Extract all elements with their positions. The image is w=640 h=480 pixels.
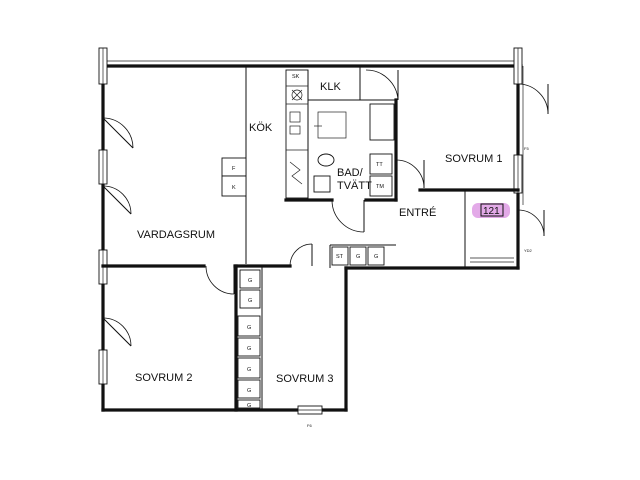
hall-closets: [331, 246, 514, 266]
room-label-vardagsrum: VARDAGSRUM: [137, 229, 215, 241]
doors: [102, 69, 549, 347]
bedroom-closets: [237, 269, 261, 409]
room-label-kok: KÖK: [249, 122, 273, 134]
apartment-number: 121: [483, 206, 500, 217]
room-label-entre: ENTRÉ: [399, 206, 436, 219]
window-mark-f5: F5: [524, 146, 529, 151]
room-label-tvatt: TVÄTT: [337, 180, 372, 192]
closet-label-g: G: [247, 325, 251, 331]
room-label-sovrum-1: SOVRUM 1: [445, 153, 502, 165]
fixture-label-st: ST: [336, 254, 344, 260]
fixture-label-tt: TT: [376, 162, 383, 168]
room-label-sovrum-2: SOVRUM 2: [135, 372, 192, 384]
closet-label-g: G: [247, 388, 251, 394]
fixture-label-sk: SK: [292, 74, 300, 80]
windows: [98, 47, 523, 415]
room-label-bad: BAD/: [337, 167, 364, 179]
fixture-label-k: K: [232, 185, 236, 191]
window-mark-yd2: YD2: [524, 248, 533, 253]
closet-label-g: G: [247, 367, 251, 373]
kitchen-fixtures: [221, 85, 308, 197]
closet-label-g: G: [247, 403, 251, 409]
room-label-sovrum-3: SOVRUM 3: [276, 373, 333, 385]
bathroom-fixtures: [313, 103, 395, 197]
fixture-label-tm: TM: [376, 184, 384, 190]
fixture-label-g: G: [374, 254, 378, 260]
closet-label-g: G: [248, 278, 252, 284]
window-mark-f6: F6: [307, 423, 312, 428]
closet-label-g: G: [248, 298, 252, 304]
fixture-label-f: F: [232, 166, 236, 172]
room-label-klk: KLK: [320, 81, 341, 93]
fixture-label-g: G: [356, 254, 360, 260]
closet-label-g: G: [247, 346, 251, 352]
